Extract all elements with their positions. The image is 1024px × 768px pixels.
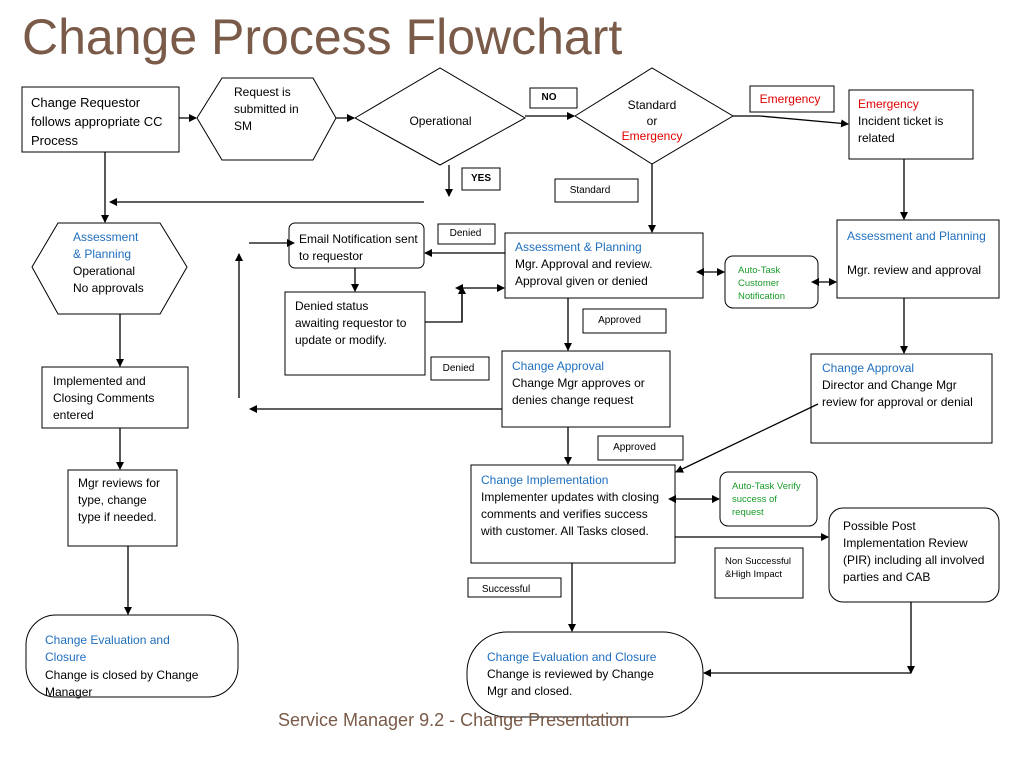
approval-right-body: Director and Change Mgr review for appro…	[822, 378, 973, 409]
assessment-right-body: Mgr. review and approval	[847, 263, 982, 277]
email-text: Email Notification sent to requestor	[299, 232, 418, 263]
denied-status-box	[284, 291, 426, 376]
autotask-1-text: Auto-Task Customer Notification	[738, 265, 785, 302]
implementation-body: Implementer updates with closing comment…	[481, 490, 660, 538]
std-emerg-1-text: Standard	[627, 98, 677, 112]
emergency-label-box	[749, 85, 835, 113]
emergency-box	[848, 89, 974, 160]
approved-1-label-box	[582, 308, 667, 334]
assessment-mid-head: Assessment & Planning	[515, 240, 642, 254]
implemented-text: Implemented and Closing Comments entered	[53, 374, 155, 422]
approval-mid-body: Change Mgr approves or denies change req…	[512, 376, 645, 407]
footer-caption: Service Manager 9.2 - Change Presentatio…	[278, 710, 630, 730]
implementation-head: Change Implementation	[481, 473, 609, 487]
emergency-label: Emergency	[759, 92, 821, 106]
no-label: NO	[541, 92, 557, 103]
requestor-box	[21, 86, 180, 153]
yes-label: YES	[470, 173, 491, 184]
denied-1-label: Denied	[449, 228, 482, 239]
standard-label-box	[554, 178, 639, 203]
approval-right-box	[810, 353, 993, 444]
pir-box	[828, 507, 1000, 603]
standard-label: Standard	[569, 185, 611, 196]
evaluation-left-body: Change is closed by Change Manager	[45, 668, 199, 699]
assessment-right-head: Assessment and Planning	[847, 229, 986, 243]
approved-2-label-box	[597, 435, 684, 461]
requestor-text: Change Requestor follows appropriate CC …	[31, 95, 163, 148]
page-title: Change Process Flowchart	[22, 9, 623, 65]
approved-1-label: Approved	[598, 315, 641, 326]
autotask-2-box	[719, 471, 818, 527]
pir-text: Possible Post Implementation Review (PIR…	[843, 519, 985, 584]
implemented-box	[41, 366, 189, 429]
operational-text: Operational	[409, 114, 472, 128]
request-text: Request is submitted in SM	[234, 85, 299, 133]
evaluation-mid-body: Change is reviewed by Change Mgr and clo…	[487, 667, 654, 698]
evaluation-left-box	[25, 614, 239, 698]
emergency-box-head: Emergency	[858, 97, 919, 111]
approved-2-label: Approved	[613, 442, 656, 453]
assessment-right-box	[836, 219, 1000, 299]
assessment-mid-body: Mgr. Approval and review. Approval given…	[515, 257, 653, 288]
denied-2-label: Denied	[442, 363, 475, 374]
assessment-left-body: Operational No approvals	[73, 264, 144, 295]
denied-1-label-box	[437, 223, 496, 245]
mgr-reviews-text: Mgr reviews for type, change type if nee…	[78, 476, 161, 524]
autotask-2-text: Auto-Task Verify success of request	[732, 481, 801, 518]
std-emerg-3-text: Emergency	[621, 129, 683, 143]
non-successful-label: Non Successful &High Impact	[725, 556, 792, 580]
std-emerg-2-text: or	[646, 114, 658, 128]
implementation-box	[470, 464, 676, 564]
successful-label: Successful	[481, 584, 531, 595]
assessment-mid-box	[504, 232, 704, 299]
approval-right-head: Change Approval	[822, 361, 915, 375]
evaluation-mid-head: Change Evaluation and Closure	[487, 650, 657, 664]
operational-diamond	[353, 67, 527, 166]
assessment-left-head: Assessment & Planning	[73, 230, 139, 261]
emergency-box-body: Incident ticket is related	[858, 114, 944, 145]
evaluation-left-head: Change Evaluation and Closure	[45, 633, 170, 664]
successful-label-box	[467, 577, 562, 598]
denied-2-label-box	[430, 356, 490, 381]
yes-label-box	[461, 167, 501, 191]
approval-mid-head: Change Approval	[512, 359, 605, 373]
assessment-left-hexagon	[31, 222, 188, 315]
non-successful-label-box	[714, 547, 804, 599]
approval-mid-box	[501, 350, 671, 428]
no-label-box	[529, 87, 578, 109]
mgr-reviews-box	[67, 469, 178, 547]
denied-status-text: Denied status awaiting requestor to upda…	[295, 299, 407, 347]
